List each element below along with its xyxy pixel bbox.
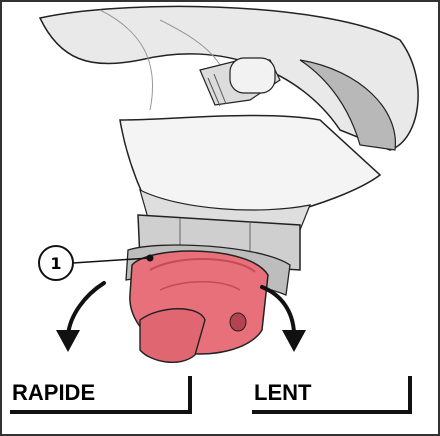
side-fitting: [200, 58, 280, 106]
callout-number: 1: [50, 254, 61, 273]
label-left: RAPIDE: [10, 376, 190, 412]
label-rapide: RAPIDE: [12, 380, 95, 405]
label-lent: LENT: [254, 380, 312, 405]
arrow-left: [56, 283, 104, 352]
knob: [130, 251, 268, 362]
label-right: LENT: [252, 376, 410, 412]
arrow-right: [262, 287, 306, 352]
